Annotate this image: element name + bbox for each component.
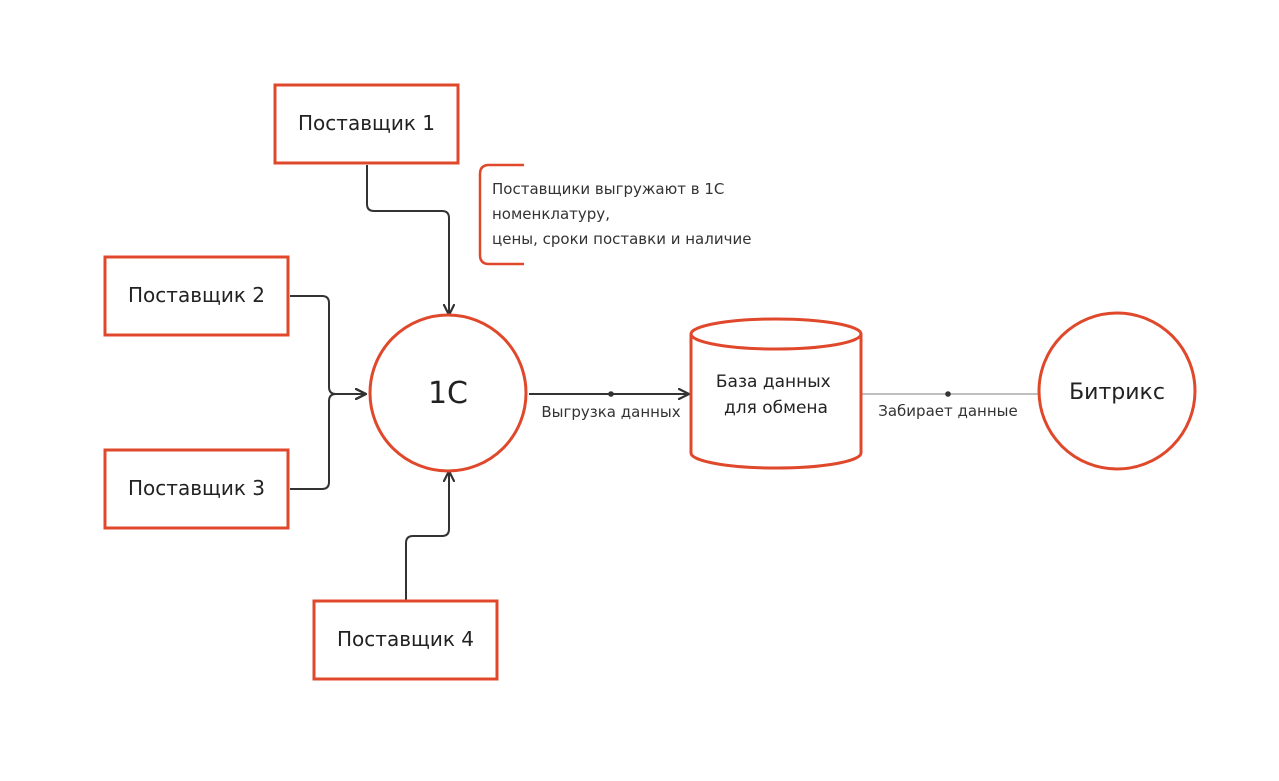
annotation-line-3: цены, сроки поставки и наличие — [492, 230, 751, 248]
annotation-note[interactable]: Поставщики выгружают в 1С номенклатуру, … — [478, 163, 751, 266]
edge-label-fetch: Забирает данные — [878, 402, 1018, 420]
annotation-text: Поставщики выгружают в 1С номенклатуру, … — [492, 180, 751, 248]
annotation-line-2: номенклатуру, — [492, 205, 610, 223]
node-supplier-4[interactable]: Поставщик 4 — [312, 599, 499, 681]
node-bitrix-label: Битрикс — [1069, 380, 1165, 405]
node-database[interactable]: База данных для обмена — [689, 317, 863, 470]
edge-midpoint-dot — [945, 391, 951, 397]
node-database-label-line-2: для обмена — [724, 398, 828, 418]
node-1c-label: 1С — [428, 376, 468, 411]
node-database-label-line-1: База данных — [716, 372, 831, 392]
edge-midpoint-dot — [608, 391, 614, 397]
node-supplier-1[interactable]: Поставщик 1 — [273, 83, 460, 165]
node-1c[interactable]: 1С — [368, 313, 528, 473]
edge-supplier1-to-1c[interactable] — [366, 165, 449, 314]
node-supplier-2[interactable]: Поставщик 2 — [103, 255, 290, 337]
node-supplier-4-label: Поставщик 4 — [337, 627, 474, 651]
node-supplier-3[interactable]: Поставщик 3 — [103, 448, 290, 530]
edge-label-export: Выгрузка данных — [541, 403, 680, 421]
node-supplier-3-label: Поставщик 3 — [128, 476, 265, 500]
node-supplier-2-label: Поставщик 2 — [128, 283, 265, 307]
node-bitrix[interactable]: Битрикс — [1037, 311, 1197, 471]
annotation-bracket — [478, 163, 524, 266]
node-supplier-1-label: Поставщик 1 — [298, 111, 435, 135]
annotation-line-1: Поставщики выгружают в 1С — [492, 180, 724, 198]
edge-supplier4-to-1c[interactable] — [405, 472, 449, 600]
edge-supplier2-to-1c[interactable] — [290, 295, 365, 394]
node-database-label: База данных для обмена — [716, 372, 836, 418]
edge-supplier3-to-1c[interactable] — [290, 394, 365, 490]
